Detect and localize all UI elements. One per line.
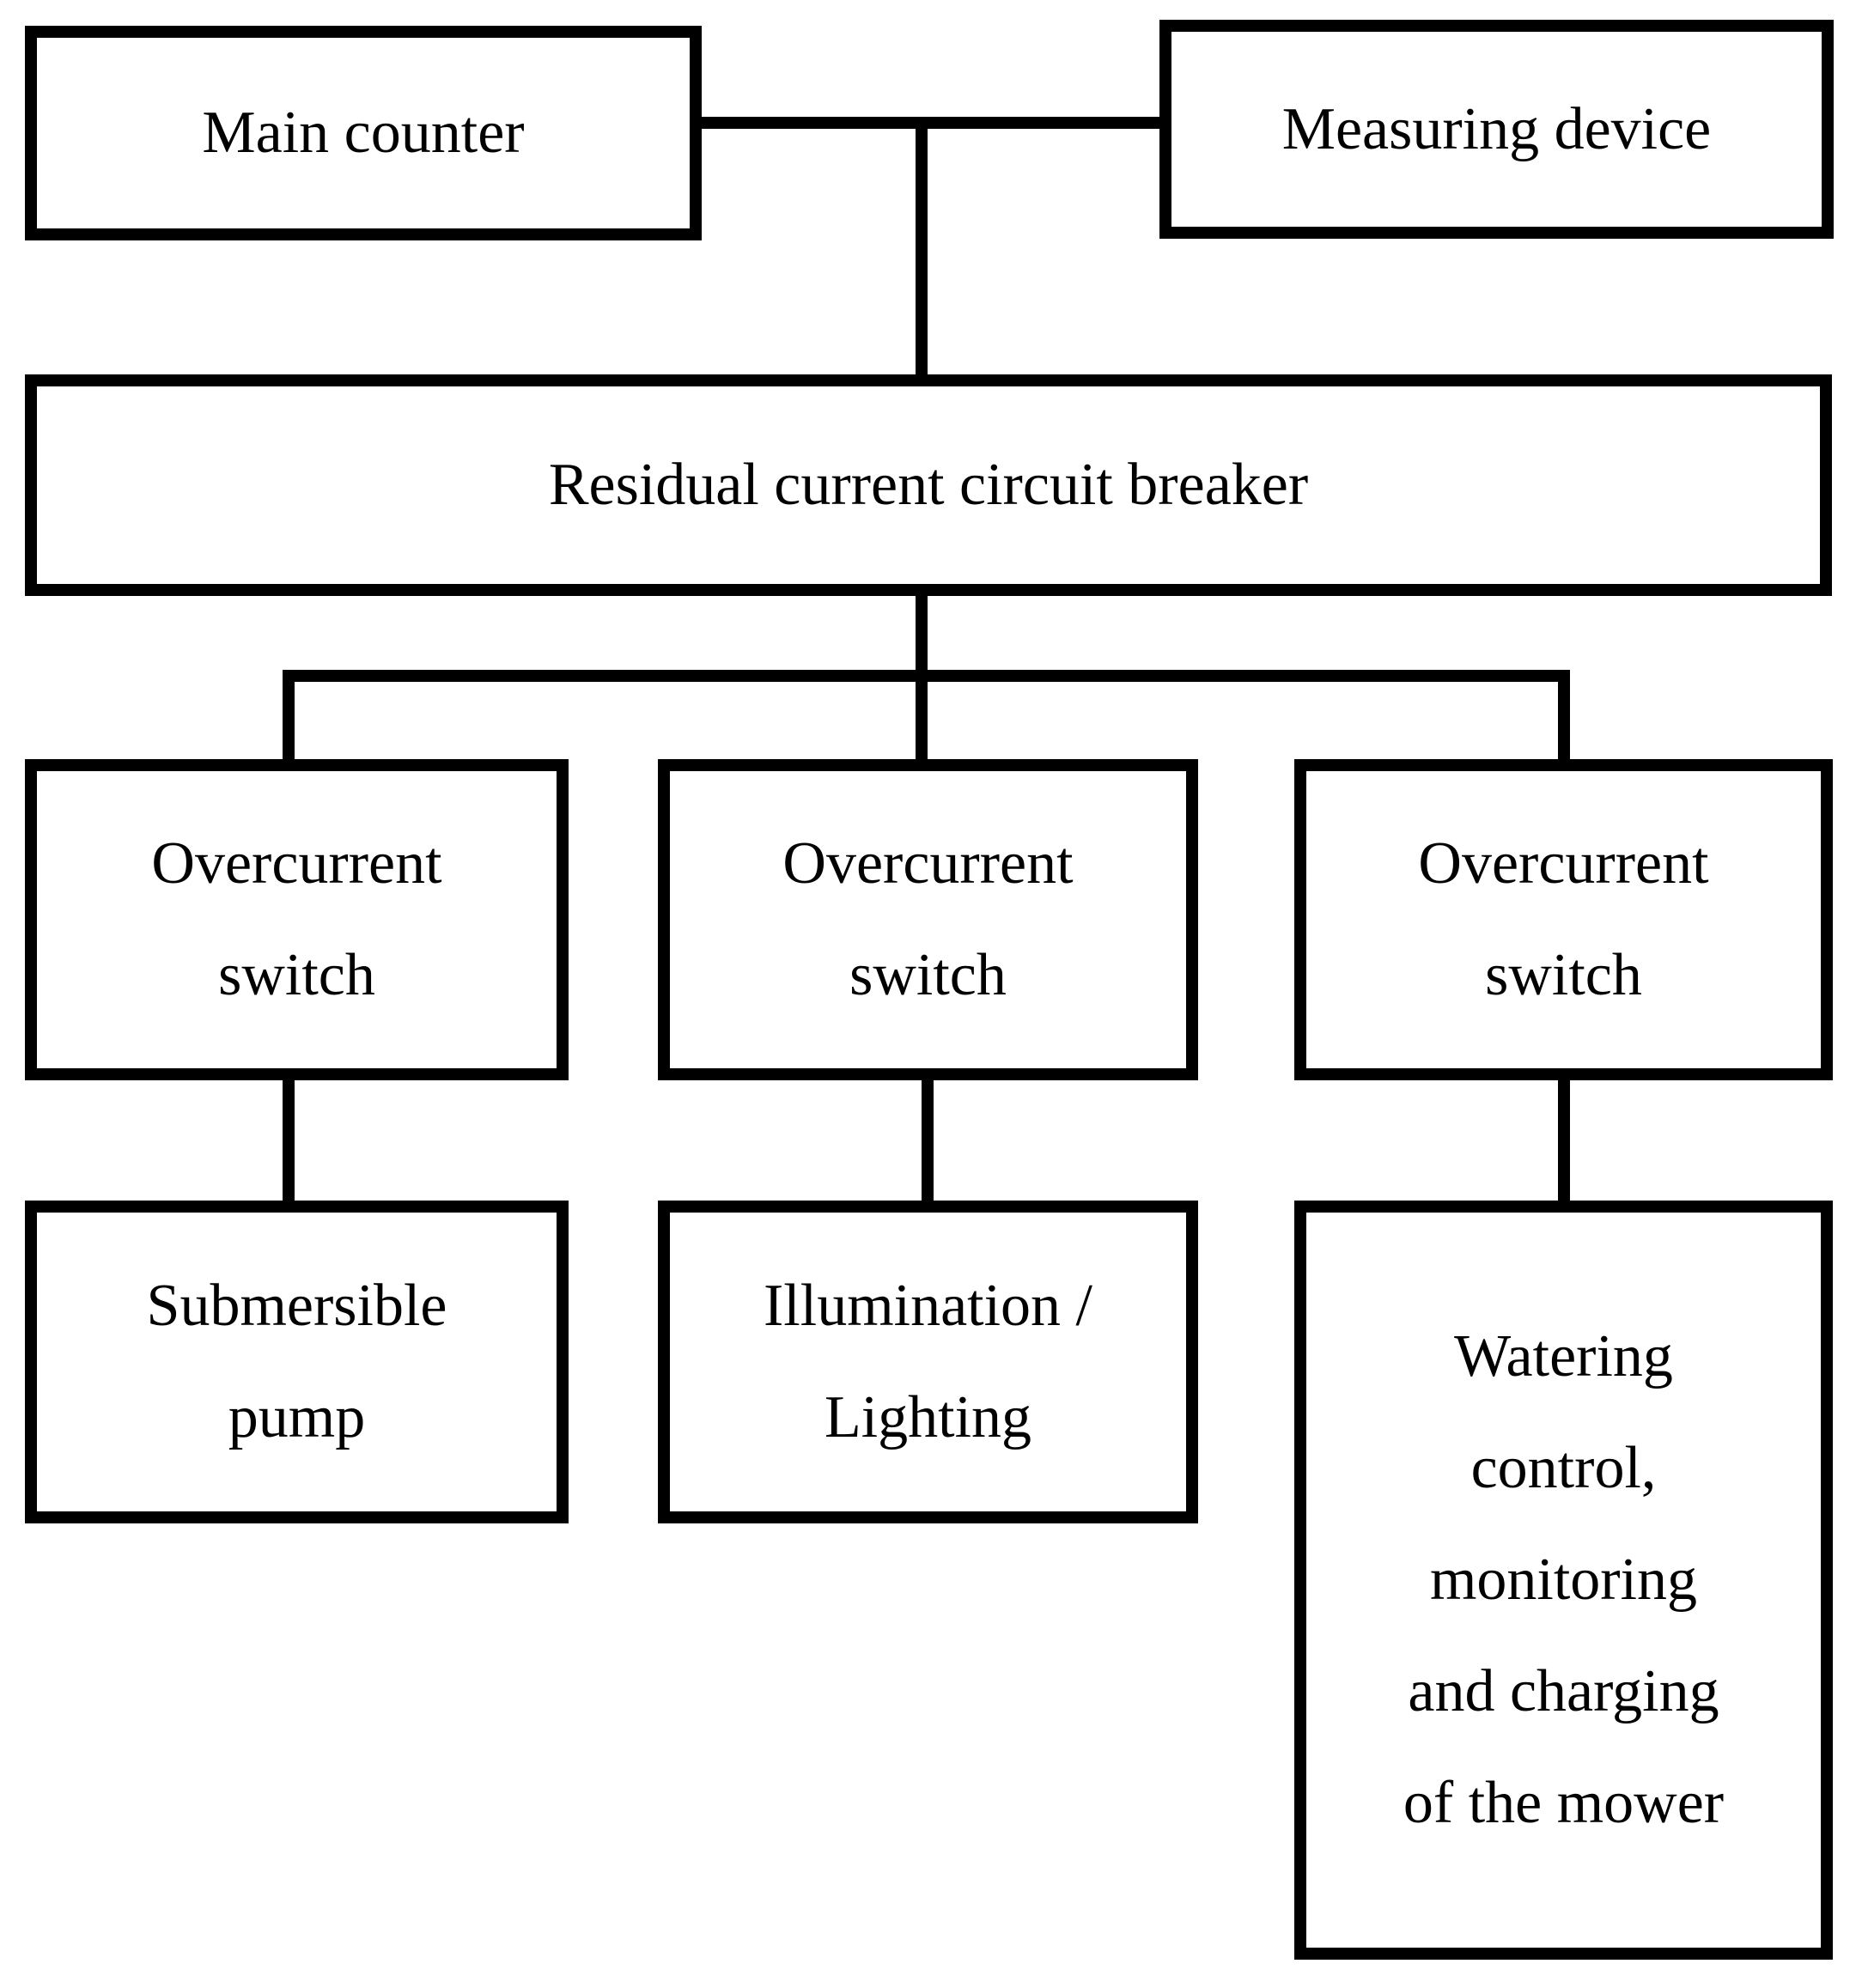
connector-bus-to-switch-1 [283,670,295,759]
overcurrent-switch-3-label-line2: switch [1485,942,1642,1008]
measuring-device-node: Measuring device [1159,20,1834,239]
connector-switch-3-to-watering [1558,1080,1570,1201]
watering-control-label-line4: and charging [1408,1658,1719,1724]
connector-switch-2-to-lighting [922,1080,934,1201]
overcurrent-switch-1-label-line2: switch [218,942,375,1008]
submersible-pump-label-line1: Submersible [146,1273,447,1339]
connector-switch-1-to-pump [283,1080,295,1201]
submersible-pump-label-line2: pump [228,1384,366,1450]
connector-counter-to-device [702,117,1159,129]
overcurrent-switch-1-label-line1: Overcurrent [151,830,442,897]
connector-breaker-to-bus [916,596,928,670]
illumination-lighting-node: Illumination / Lighting [658,1201,1198,1523]
main-counter-label: Main counter [202,100,525,166]
measuring-device-label: Measuring device [1281,95,1712,162]
watering-control-label-line1: Watering [1454,1323,1673,1389]
submersible-pump-node: Submersible pump [25,1201,569,1523]
overcurrent-switch-3-node: Overcurrent switch [1294,759,1833,1080]
connector-bus-to-switch-3 [1558,670,1570,759]
residual-breaker-label: Residual current circuit breaker [548,452,1309,518]
residual-breaker-node: Residual current circuit breaker [25,374,1832,596]
watering-control-label-line3: monitoring [1429,1547,1698,1613]
overcurrent-switch-2-node: Overcurrent switch [658,759,1198,1080]
connector-bus-to-switch-2 [916,670,928,759]
overcurrent-switch-3-label-line1: Overcurrent [1418,830,1709,897]
overcurrent-switch-2-label-line2: switch [849,942,1007,1008]
connector-top-to-breaker [916,117,928,374]
illumination-lighting-label-line2: Lighting [824,1384,1032,1450]
watering-control-node: Watering control, monitoring and chargin… [1294,1201,1833,1960]
watering-control-label-line5: of the mower [1403,1770,1725,1836]
main-counter-node: Main counter [25,26,702,240]
overcurrent-switch-1-node: Overcurrent switch [25,759,569,1080]
illumination-lighting-label-line1: Illumination / [763,1273,1093,1339]
overcurrent-switch-2-label-line1: Overcurrent [782,830,1074,897]
watering-control-label-line2: control, [1470,1435,1657,1501]
